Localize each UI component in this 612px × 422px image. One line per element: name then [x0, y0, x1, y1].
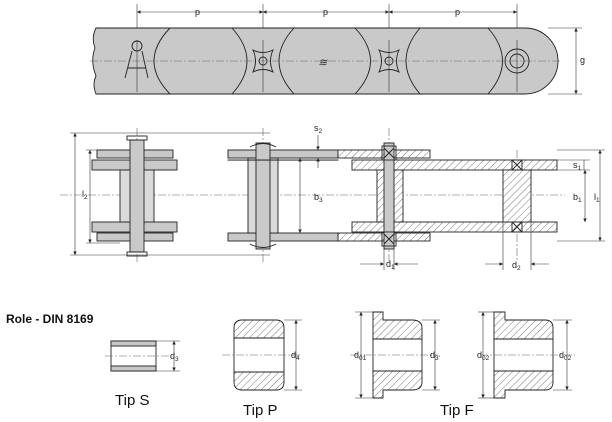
b3-label: b3	[314, 192, 323, 204]
d1-dimension: d1	[360, 249, 418, 271]
height-dimension-g: g	[548, 27, 585, 95]
d01-label: d01	[354, 350, 367, 362]
section-title: Role - DIN 8169	[6, 312, 94, 326]
s2-dimension: s2	[314, 123, 323, 168]
pitch-label-2: p	[323, 7, 328, 17]
roller-tip-f: d01 d3' Tip F	[350, 311, 474, 419]
link-right-section	[337, 142, 558, 250]
d2-dimension: d2	[485, 222, 549, 272]
l2-label: l2	[82, 189, 88, 201]
tip-p-caption: Tip P	[243, 402, 277, 419]
section-view: l2	[60, 123, 605, 272]
roller-tip-p: d4 Tip P	[222, 319, 302, 419]
pitch-dimension: p p p	[136, 4, 518, 42]
tip-s-caption: Tip S	[115, 392, 149, 409]
b1-dimension: b1	[573, 170, 587, 222]
d31-label: d3'	[430, 350, 440, 362]
pin-head-1	[252, 40, 274, 92]
b3-dimension: b3	[298, 158, 323, 233]
top-view: p p p ≋	[90, 4, 585, 95]
maker-logo-icon: ≋	[318, 57, 328, 69]
cotter-pin-icon	[124, 40, 149, 92]
link-middle	[227, 142, 339, 250]
s2-label: s2	[314, 123, 323, 135]
pitch-label-3: p	[455, 7, 460, 17]
pitch-label-1: p	[195, 7, 200, 17]
tip-f-caption: Tip F	[440, 402, 474, 419]
d3-label: d3	[170, 351, 179, 363]
link-left	[91, 135, 178, 257]
d1-label: d1	[386, 259, 395, 271]
d4-label: d4	[291, 350, 300, 362]
d2-label: d2	[512, 260, 521, 272]
s1-label: s1	[573, 160, 582, 172]
l1-label: l1	[594, 192, 600, 204]
pin-head-2	[378, 40, 400, 92]
d02-left-label: d02	[477, 350, 490, 362]
g-label: g	[580, 55, 585, 65]
end-hole	[504, 40, 530, 92]
b1-label: b1	[573, 192, 582, 204]
roller-tip-s: d3 Tip S	[105, 340, 180, 409]
l1-dimension: l1	[557, 149, 605, 242]
d02-right-label: d02	[559, 350, 572, 362]
roller-tip-f-variant: d02 d02	[477, 311, 575, 399]
